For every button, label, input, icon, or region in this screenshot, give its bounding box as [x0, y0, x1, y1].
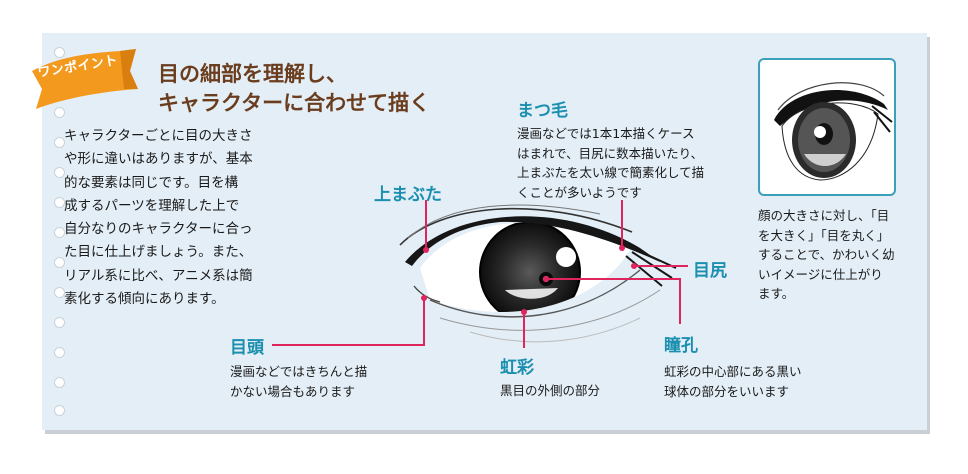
intro-line: 素化する傾向にあります。: [64, 291, 225, 308]
label-uemabuta: 上まぶた: [374, 185, 442, 205]
intro-line: 自分なりのキャラクターに合っ: [64, 221, 253, 238]
page-title: 目の細部を理解し、 キャラクターに合わせて描く: [158, 60, 430, 118]
desc-matsuge: 漫画などでは1本1本描くケース はまれで、目尻に数本描いたり、 上まぶたを太い線…: [517, 124, 704, 202]
desc-line: 上まぶたを太い線で簡素化して描: [517, 165, 705, 180]
binder-hole: [54, 107, 65, 118]
iris: [480, 222, 580, 312]
desc-line: 漫画などではきちんと描: [230, 364, 368, 379]
eye-highlight: [556, 247, 576, 267]
caption-line: することで、かわいく幼: [758, 247, 895, 262]
desc-line: 球体の部分をいいます: [664, 383, 790, 399]
one-point-ribbon: [32, 49, 138, 109]
binder-hole: [54, 197, 65, 208]
binder-hole: [54, 377, 65, 388]
desc-line: 黒目の外側の部分: [500, 383, 601, 398]
desc-line: 漫画などでは1本1本描くケース: [517, 126, 695, 141]
lower-eyelid: [429, 269, 641, 318]
binder-hole: [54, 137, 65, 148]
desc-megashira: 漫画などではきちんと描 かない場合もあります: [230, 362, 367, 401]
desc-doukou: 虹彩の中心部にある黒い 球体の部分をいいます: [664, 362, 802, 401]
desc-line: 虹彩の中心部にある黒い: [664, 364, 802, 379]
label-kousai: 虹彩: [500, 358, 534, 378]
label-matsuge: まつ毛: [517, 101, 568, 121]
intro-line: キャラクターごとに目の大きさ: [64, 128, 253, 144]
label-mejiri: 目尻: [693, 261, 727, 281]
leader-doukou: [546, 278, 681, 324]
caption-line: 顔の大きさに対し、「目: [758, 208, 890, 223]
desc-line: はまれで、目尻に数本描いたり、: [517, 145, 704, 161]
binder-hole: [54, 405, 65, 416]
desc-line: かない場合もあります: [230, 383, 356, 399]
desc-kousai: 黒目の外側の部分: [500, 381, 600, 401]
desc-line: くことが多いようです: [517, 184, 642, 200]
intro-line: 的な要素は同じです。目を構: [64, 174, 239, 191]
eyelid-crease: [399, 207, 633, 246]
binder-hole: [54, 167, 65, 178]
binder-hole: [54, 317, 65, 328]
label-doukou: 瞳孔: [664, 336, 698, 356]
inner-corner: [413, 285, 441, 303]
leader-megashira: [272, 298, 425, 346]
binder-hole: [54, 227, 65, 238]
title-line-1: 目の細部を理解し、: [158, 62, 347, 86]
binder-hole: [54, 347, 65, 358]
intro-text: キャラクターごとに目の大きさ や形に違いはありますが、基本 的な要素は同じです。…: [64, 125, 302, 311]
binder-hole: [54, 287, 65, 298]
label-megashira: 目頭: [230, 338, 264, 358]
caption-line: ます。: [758, 286, 795, 301]
upper-eyelid: [405, 216, 660, 266]
caption-line: を大きく」「目を丸く」: [758, 227, 890, 243]
thumbnail-eye-frame: [758, 58, 896, 196]
binder-hole: [54, 47, 65, 58]
intro-line: た目に仕上げましょう。また、: [64, 244, 253, 261]
title-line-2: キャラクターに合わせて描く: [158, 91, 431, 115]
caption-line: いイメージに仕上がり: [758, 266, 883, 282]
intro-line: や形に違いはありますが、基本: [64, 151, 253, 168]
thumbnail-caption: 顔の大きさに対し、「目 を大きく」「目を丸く」 することで、かわいく幼 いイメー…: [758, 206, 908, 304]
intro-line: 成するパーツを理解した上で: [64, 197, 240, 214]
intro-line: リアル系に比べ、アニメ系は簡: [64, 267, 253, 284]
thumbnail-eye-illustration: [774, 82, 893, 181]
binder-hole: [54, 257, 65, 268]
